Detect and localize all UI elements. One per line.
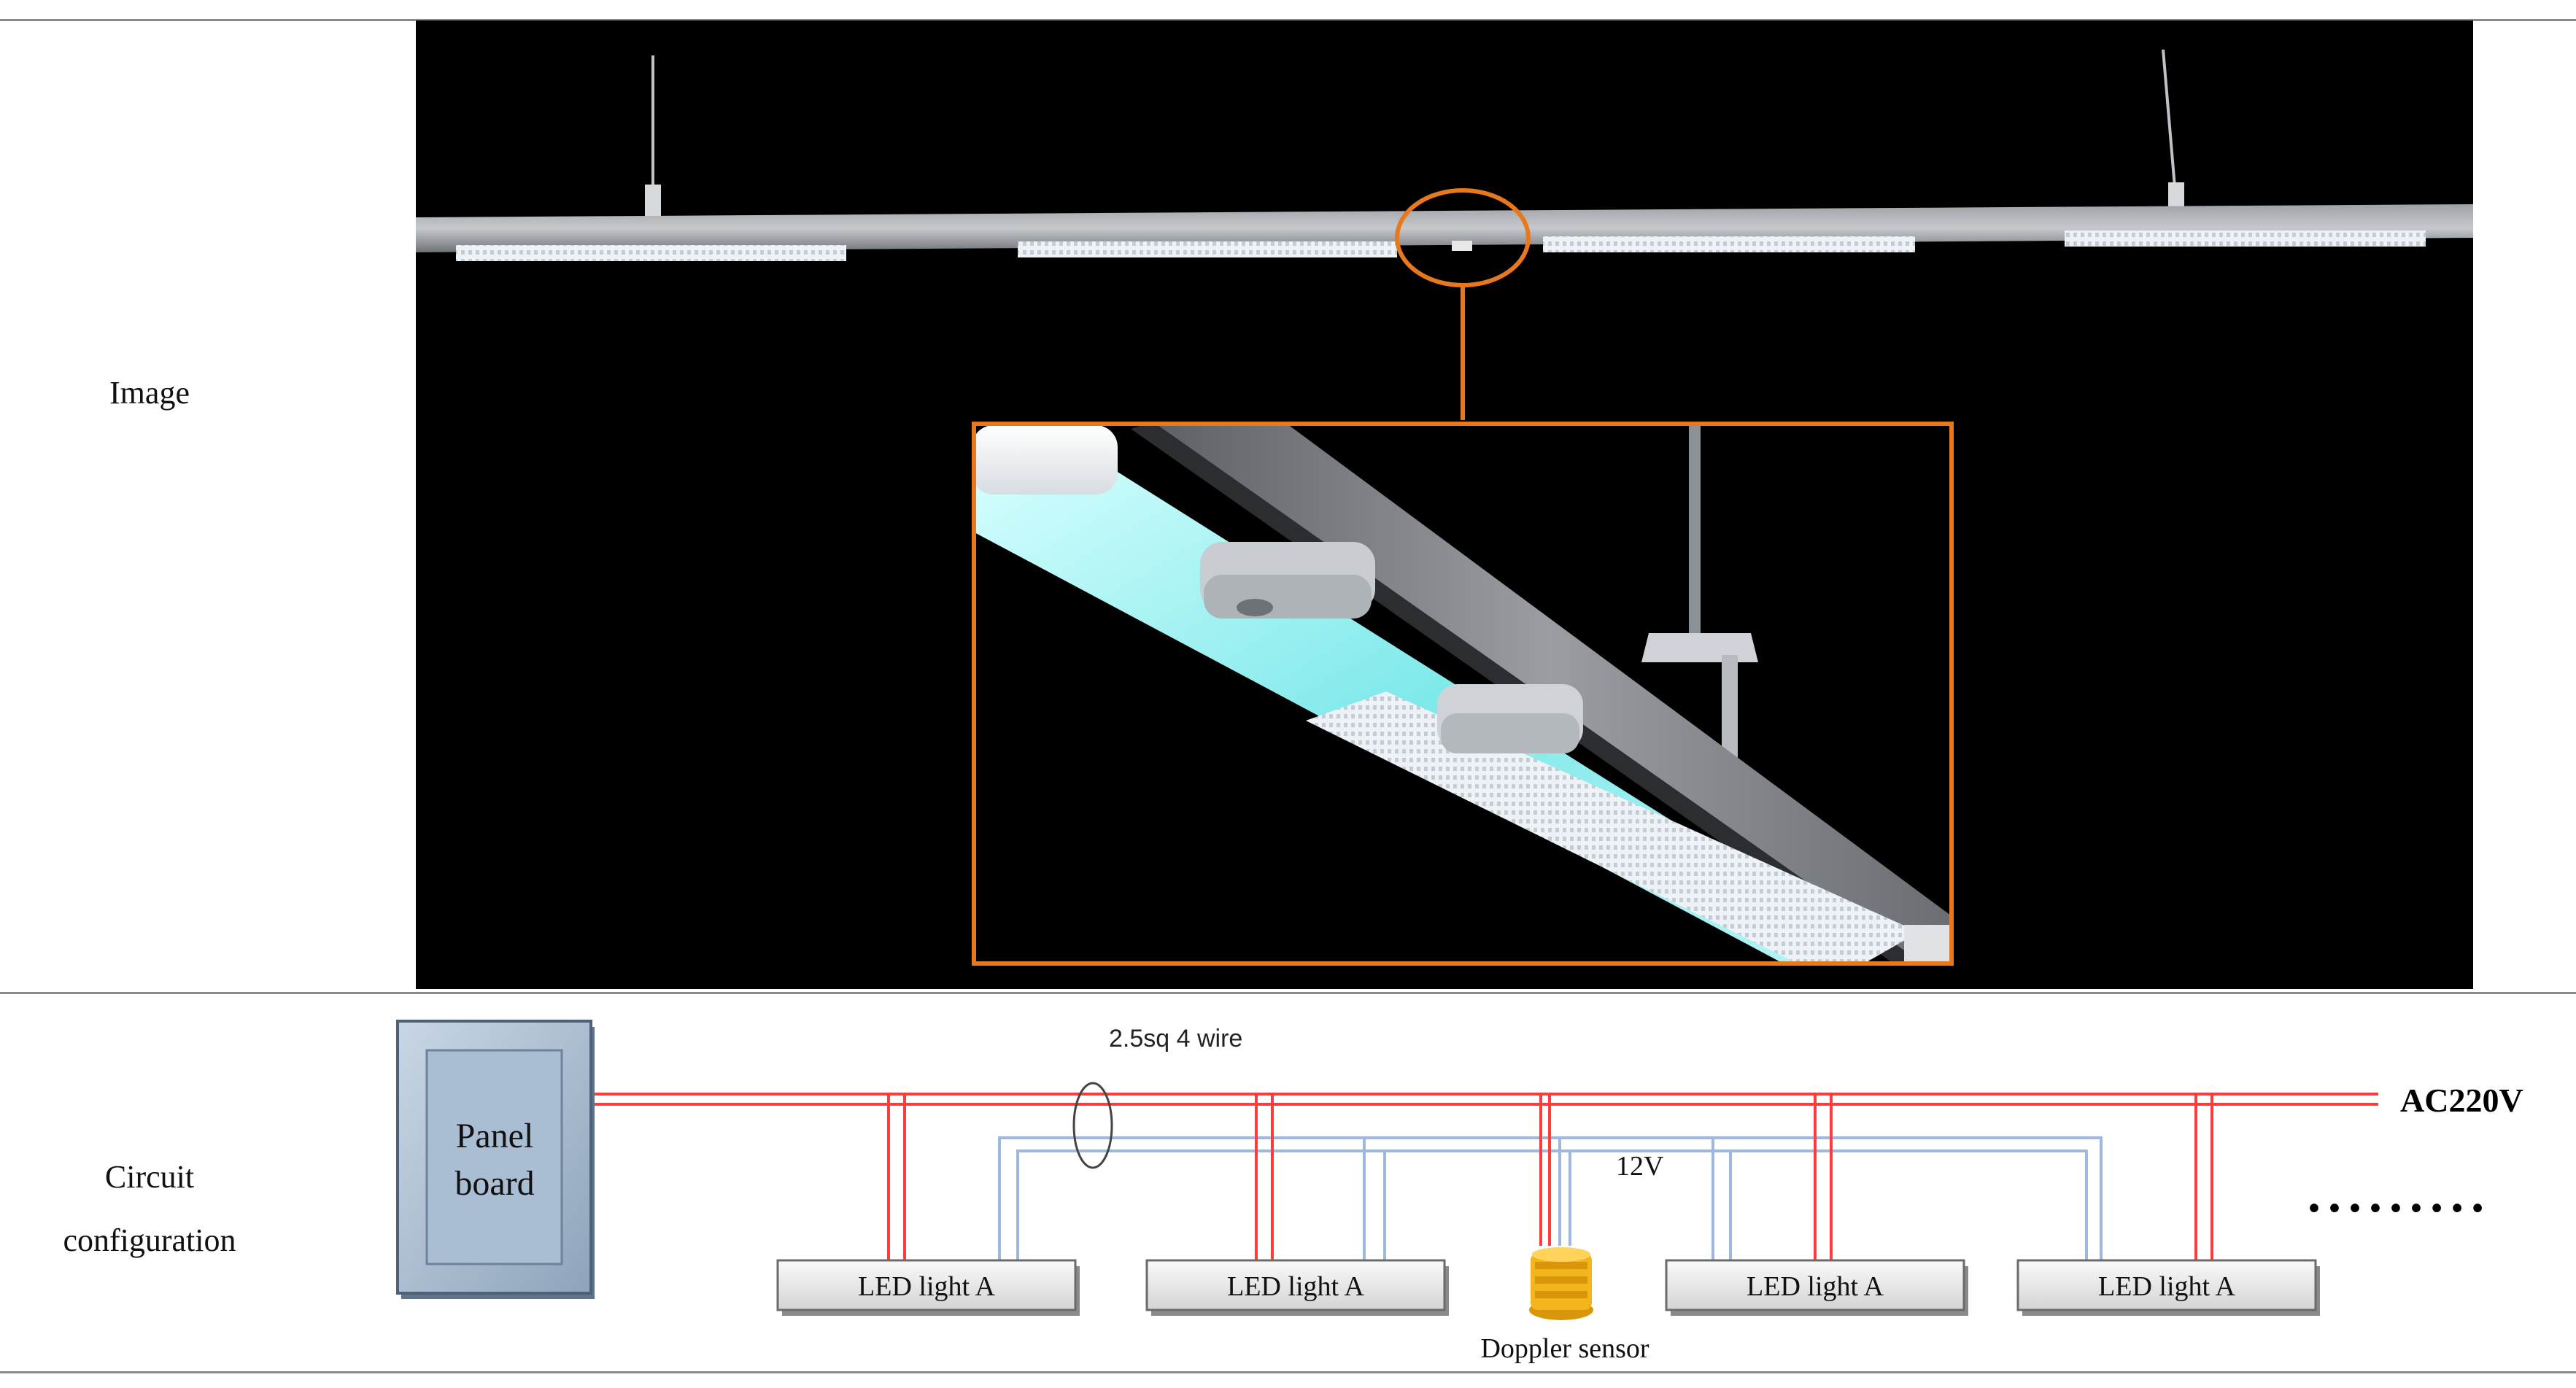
continuation-dots: ········· (2305, 1179, 2489, 1237)
cable-bundle-marker (1072, 1082, 1113, 1169)
panel-board-label-line1: Panel (456, 1117, 534, 1155)
led-light-box: LED light A (1665, 1259, 1968, 1316)
sensor-on-rail (1452, 241, 1472, 251)
doppler-sensor-icon (1529, 1247, 1593, 1320)
led-light-label: LED light A (2098, 1271, 2235, 1302)
power-drops (887, 1094, 2213, 1260)
led-light-label: LED light A (1747, 1271, 1884, 1302)
led-bar (1543, 236, 1915, 252)
bottom-rule (0, 1371, 2576, 1373)
led-bar (456, 245, 846, 261)
middle-rule (0, 992, 2576, 994)
cable-label: 2.5sq 4 wire (1109, 1025, 1242, 1052)
low-voltage-label: 12V (1616, 1151, 1664, 1182)
supply-voltage-label: AC220V (2400, 1082, 2523, 1119)
bracket-arm (1722, 655, 1738, 764)
led-light-box: LED light A (776, 1259, 1080, 1316)
inset-frame (972, 422, 1954, 966)
led-bar (1018, 241, 1397, 257)
image-row-label: Image (109, 375, 190, 411)
led-light-box: LED light A (2016, 1259, 2320, 1316)
trunking-rail (416, 204, 2473, 252)
top-rule (0, 19, 2576, 21)
power-bus (595, 1093, 2378, 1106)
suspension-clip (645, 185, 661, 217)
zoomed-inset-view (972, 422, 1954, 966)
circuit-row-label-line1: Circuit (104, 1159, 195, 1195)
fixture-endcap (972, 425, 1118, 495)
sensor-lens (1237, 599, 1273, 616)
fixture-render-image (416, 20, 2473, 989)
led-light-box: LED light A (1145, 1259, 1449, 1316)
fixture-endcap (1904, 925, 1954, 966)
panel-board-label-line2: board (455, 1164, 534, 1203)
sensor-housing-base (1204, 575, 1372, 619)
circuit-configuration-diagram: Panel board 2.5sq 4 wire 12V AC220V ····… (396, 1020, 2523, 1364)
hanging-rod (1689, 423, 1701, 635)
circuit-row-label-line2: configuration (63, 1222, 236, 1258)
zoomed-led-strip (1306, 691, 1919, 966)
signal-drops (1363, 1138, 1732, 1260)
led-bar (2065, 230, 2426, 247)
led-light-label: LED light A (1227, 1271, 1364, 1302)
panel-board: Panel board (396, 1020, 595, 1299)
sensor-housing-base (1441, 713, 1579, 753)
led-light-label: LED light A (858, 1271, 995, 1302)
suspension-wire (2162, 49, 2177, 196)
doppler-sensor-label: Doppler sensor (1480, 1333, 1649, 1364)
mounting-bracket (1641, 633, 1758, 662)
